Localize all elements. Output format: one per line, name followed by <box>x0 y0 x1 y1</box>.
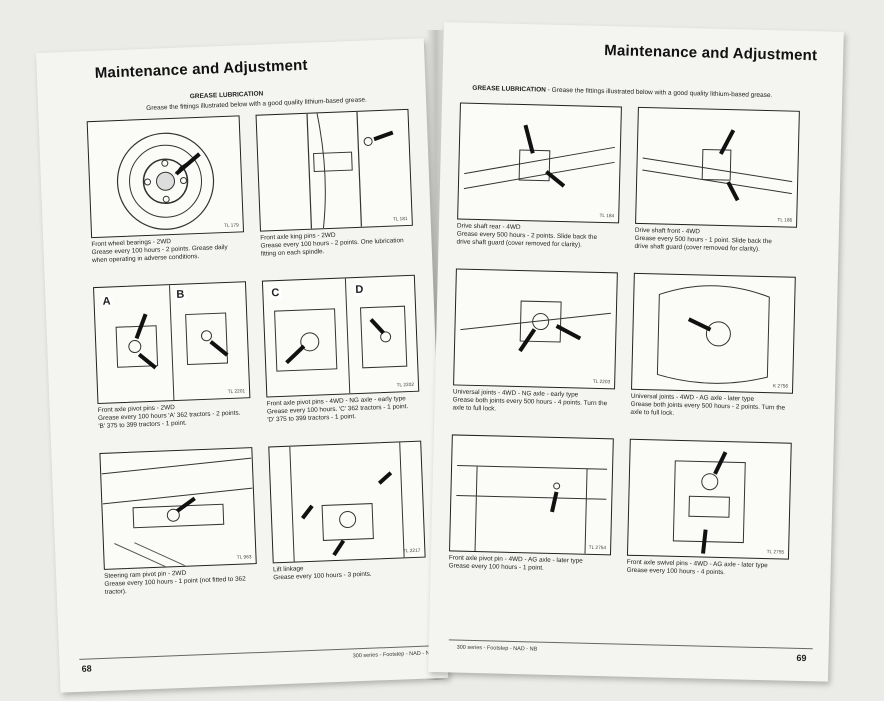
drive-shaft-front-drawing <box>642 129 793 202</box>
figure-caption: Universal joints - 4WD - NG axle - early… <box>452 388 608 413</box>
figure-code: TL 2203 <box>592 379 611 386</box>
section-heading: GREASE LUBRICATION <box>189 90 264 101</box>
illustration-drive-shaft-front: TL 186 <box>635 106 800 228</box>
illustration-king-pins: TL 181 <box>255 108 413 232</box>
figure-caption: Front axle king pins - 2WD Grease every … <box>260 231 404 259</box>
ag-swivel-pin-drawing <box>672 451 746 554</box>
illustration-axle-pivot-pin-ag: TL 2754 <box>449 434 614 556</box>
figure-code: TL 2217 <box>402 548 421 555</box>
figure-letter: B <box>174 288 187 301</box>
illustration-drive-shaft-rear: TL 184 <box>457 102 622 224</box>
figure-caption: Drive shaft front - 4WD Grease every 500… <box>634 226 772 254</box>
illustration-universal-joints-ag: K 2756 <box>631 272 796 394</box>
illustration-swivel-pins-ag: TL 2755 <box>626 438 792 560</box>
figure-caption: Steering ram pivot pin - 2WD Grease ever… <box>104 569 246 597</box>
illustration-lift-linkage: TL 2217 <box>268 440 426 564</box>
page-number: 69 <box>796 652 807 664</box>
left-page: Maintenance and Adjustment GREASE LUBRIC… <box>36 38 449 693</box>
ag-universal-joint-drawing <box>656 285 770 384</box>
section-intro: GREASE LUBRICATION - Grease the fittings… <box>472 84 773 100</box>
figure-code: TL 2201 <box>227 389 246 396</box>
page-footer: 300 series - Footstep - NAD - NB <box>352 650 434 660</box>
figure-grid: TL 179 Front wheel bearings - 2WD Grease… <box>86 108 428 619</box>
ng-axle-drawing <box>274 278 408 394</box>
figure-cell: TL 2754 Front axle pivot pin - 4WD - AG … <box>448 434 614 604</box>
figure-cell: TL 963 Steering ram pivot pin - 2WD Grea… <box>99 447 258 619</box>
figure-cell: TL 184 Drive shaft rear - 4WD Grease eve… <box>456 102 622 273</box>
figure-code: TL 2754 <box>588 545 607 552</box>
figure-cell: C D TL 2202 Front axle pivot pins - 4WD <box>261 274 421 447</box>
illustration-steering-ram: TL 963 <box>99 447 257 570</box>
figure-grid: TL 184 Drive shaft rear - 4WD Grease eve… <box>448 102 800 609</box>
pivot-pin-drawing <box>115 285 229 401</box>
ng-universal-joint-drawing <box>460 300 611 353</box>
page-title: Maintenance and Adjustment <box>604 42 818 65</box>
figure-caption: Front axle swivel pins - 4WD - AG axle -… <box>626 558 768 577</box>
figure-caption: Universal joints - 4WD - AG axle - later… <box>630 392 786 418</box>
figure-code: K 2756 <box>772 384 789 390</box>
figure-caption: Drive shaft rear - 4WD Grease every 500 … <box>456 222 598 249</box>
figure-letter: D <box>353 283 366 297</box>
steering-ram-drawing <box>101 457 253 568</box>
figure-letter: C <box>269 286 282 300</box>
right-page: Maintenance and Adjustment GREASE LUBRIC… <box>428 22 844 682</box>
figure-code: TL 186 <box>777 218 793 224</box>
illustration-pivot-pins-2wd: A B TL 2201 <box>93 281 251 405</box>
figure-caption: Front wheel bearings - 2WD Grease every … <box>91 238 228 265</box>
figure-code: TL 2755 <box>766 550 785 556</box>
page-number: 68 <box>81 663 92 674</box>
figure-code: TL 184 <box>599 213 615 220</box>
figure-code: TL 181 <box>392 216 408 223</box>
figure-cell: TL 2755 Front axle swivel pins - 4WD - A… <box>626 438 792 609</box>
ag-pivot-pin-drawing <box>456 465 608 554</box>
figure-cell: TL 181 Front axle king pins - 2WD Grease… <box>255 108 415 281</box>
illustration-front-wheel-bearings: TL 179 <box>86 115 245 239</box>
figure-cell: K 2756 Universal joints - 4WD - AG axle … <box>630 272 796 443</box>
figure-cell: A B TL 2201 Front axle piv <box>93 281 252 453</box>
section-intro: Grease the fittings illustrated below wi… <box>146 96 367 112</box>
wheel-hub-drawing <box>116 132 215 230</box>
figure-caption: Lift linkage Grease every 100 hours - 3 … <box>272 565 372 582</box>
drive-shaft-rear-drawing <box>463 124 616 190</box>
king-pin-drawing <box>306 111 394 229</box>
page-footer: 300 series - Footstep - NAD - NB <box>456 644 538 653</box>
figure-caption: Front axle pivot pin - 4WD - AG axle - l… <box>448 554 583 572</box>
figure-code: TL 179 <box>223 223 239 230</box>
page-title: Maintenance and Adjustment <box>94 56 309 82</box>
figure-caption: Front axle pivot pins - 2WD Grease every… <box>97 404 241 431</box>
illustration-universal-joints-ng: TL 2203 <box>453 268 618 390</box>
figure-cell: TL 2217 Lift linkage Grease every 100 ho… <box>268 440 427 613</box>
lift-linkage-drawing <box>289 442 405 562</box>
figure-code: TL 2202 <box>396 382 415 389</box>
illustration-pivot-pins-4wd-ng: C D TL 2202 <box>261 274 420 398</box>
figure-cell: TL 179 Front wheel bearings - 2WD Grease… <box>86 115 246 287</box>
figure-letter: A <box>100 295 113 308</box>
figure-cell: TL 2203 Universal joints - 4WD - NG axle… <box>452 268 618 438</box>
figure-code: TL 963 <box>236 555 252 561</box>
figure-caption: Front axle pivot pins - 4WD - NG axle - … <box>266 395 409 424</box>
figure-cell: TL 186 Drive shaft front - 4WD Grease ev… <box>634 106 800 277</box>
